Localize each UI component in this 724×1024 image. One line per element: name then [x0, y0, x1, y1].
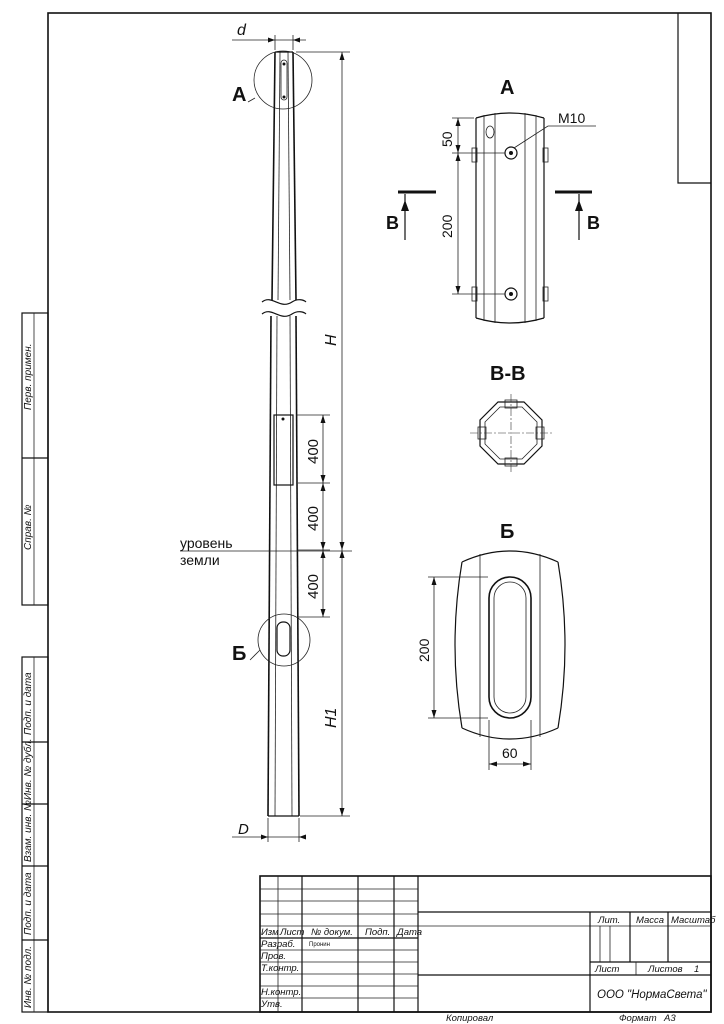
- ground-label-line1: уровень: [180, 535, 233, 551]
- stamp-perv-primen: Перв. примен.: [23, 344, 34, 410]
- title-block: Изм Лист № докум. Подп. Дата Разраб. Про…: [259, 875, 716, 1013]
- role-nkontr: Н.контр.: [261, 987, 301, 998]
- dim-H: H: [296, 51, 350, 550]
- dim-H1-label: H1: [323, 708, 340, 728]
- stamp-podp-data-1: Подп. и дата: [23, 672, 34, 735]
- side-stamp-column: Перв. примен. Справ. № Подп. и дата Инв.…: [21, 312, 49, 1013]
- mass-label: Масса: [636, 915, 664, 926]
- dim-400-top: 400: [305, 439, 322, 464]
- callout-B: Б: [232, 613, 311, 667]
- dim-H1: H1: [300, 550, 350, 817]
- section-B-left: B: [386, 213, 399, 233]
- sheet-frame: [47, 12, 712, 1013]
- pole-main-view: [261, 51, 307, 817]
- view-B-dim-60: 60: [502, 745, 518, 761]
- view-BB: B-B: [470, 363, 552, 472]
- lit-label: Лит.: [597, 915, 620, 926]
- section-B-right: B: [587, 213, 600, 233]
- company-name: ООО "НормаСвета": [597, 989, 708, 1001]
- developer-name: Пронин: [309, 942, 330, 948]
- stamp-podp-data-2: Подп. и дата: [23, 872, 34, 935]
- sheet-label: Лист: [594, 964, 620, 975]
- dim-400-chain: 400 400 400: [296, 414, 330, 618]
- ground-level: уровень земли: [180, 535, 352, 568]
- scale-label: Масштаб: [671, 915, 716, 926]
- view-A-dim-50: 50: [439, 131, 455, 147]
- callout-B-label: Б: [232, 643, 246, 665]
- format-value: А3: [663, 1013, 676, 1024]
- dim-H-label: H: [323, 334, 340, 346]
- dim-d: d: [232, 22, 306, 50]
- callout-A: А: [232, 50, 313, 110]
- stamp-sprav-no: Справ. №: [23, 504, 34, 550]
- hdr-data: Дата: [396, 927, 422, 938]
- dim-D-label: D: [238, 821, 249, 838]
- hdr-list: Лист: [279, 927, 305, 938]
- callout-A-label: А: [232, 84, 246, 106]
- format-label: Формат: [619, 1013, 657, 1024]
- dim-D: D: [232, 818, 306, 842]
- stamp-vzam-inv: Взам. инв. №: [23, 800, 34, 862]
- stamp-inv-podl: Инв. № подл.: [23, 946, 34, 1008]
- view-B: Б 200 60: [416, 521, 566, 770]
- dim-400-mid: 400: [305, 506, 322, 531]
- role-utv: Утв.: [260, 999, 283, 1010]
- view-B-dim-200: 200: [416, 638, 432, 662]
- view-A-title: А: [500, 77, 514, 99]
- stamp-inv-dubl: Инв. № дубл.: [22, 739, 34, 801]
- role-razrab: Разраб.: [261, 939, 295, 950]
- hdr-doc-no: № докум.: [311, 927, 353, 938]
- hdr-podp: Подп.: [365, 927, 390, 938]
- dim-d-label: d: [237, 22, 247, 39]
- view-B-title: Б: [500, 521, 514, 543]
- copied-label: Копировал: [446, 1013, 494, 1024]
- ground-label-line2: земли: [180, 552, 220, 568]
- sheet-footer: Копировал Формат А3: [446, 1013, 676, 1024]
- view-A: А M10 50 200: [386, 77, 600, 324]
- sheets-label: Листов: [647, 964, 683, 975]
- dim-400-low: 400: [305, 574, 322, 599]
- view-A-bolt-label: M10: [558, 110, 585, 126]
- view-A-dim-200: 200: [439, 214, 455, 238]
- role-tkontr: Т.контр.: [261, 963, 299, 974]
- sheets-value: 1: [694, 964, 699, 975]
- hdr-izm: Изм: [261, 927, 279, 938]
- view-BB-title: B-B: [490, 363, 526, 385]
- role-prov: Пров.: [261, 951, 286, 962]
